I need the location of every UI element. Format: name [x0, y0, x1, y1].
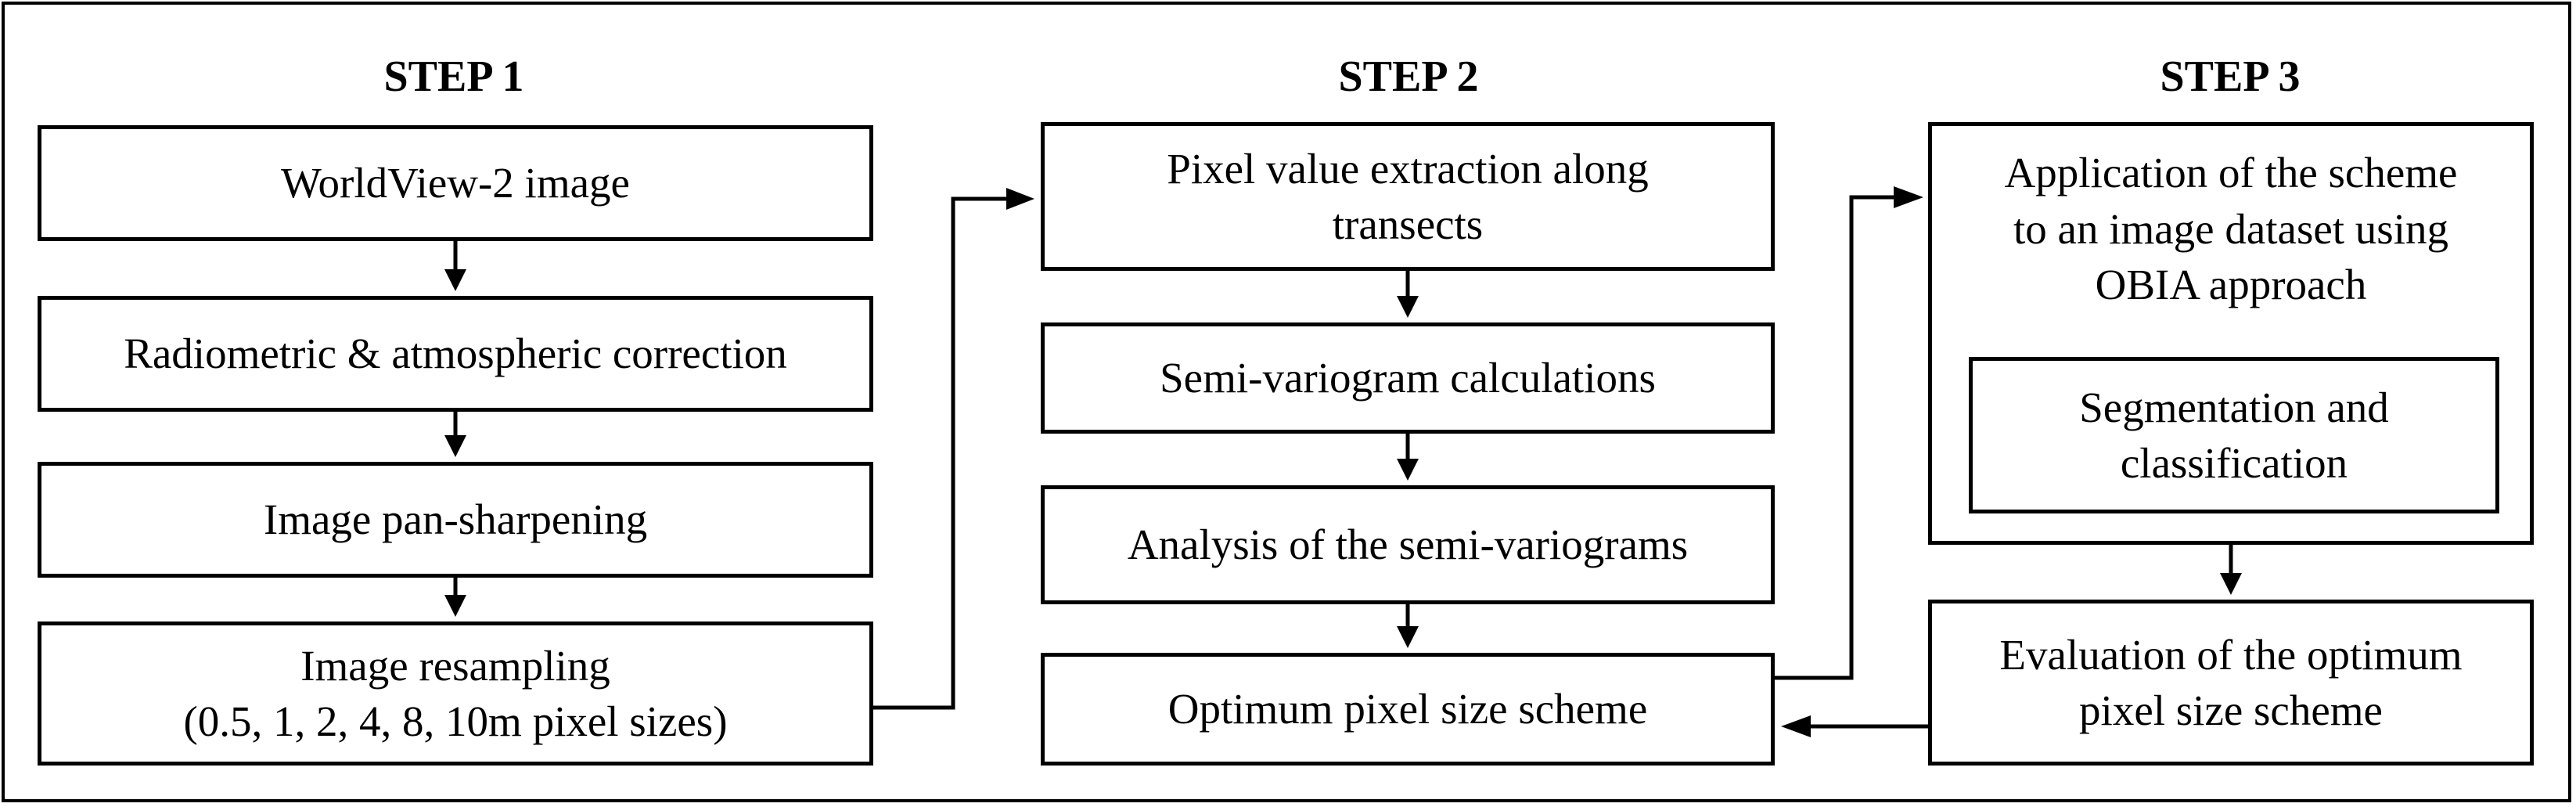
box-label: Radiometric & atmospheric correction [124, 330, 787, 378]
box-label: Segmentation and classification [2079, 383, 2389, 488]
box-semivariogram-calculations: Semi-variogram calculations [1041, 322, 1775, 434]
box-label: WorldView-2 image [281, 159, 630, 207]
box-label: Image resampling (0.5, 1, 2, 4, 8, 10m p… [183, 641, 728, 746]
step-2-title: STEP 2 [1338, 52, 1479, 101]
step-3-title: STEP 3 [2160, 52, 2301, 101]
box-evaluation-scheme: Evaluation of the optimum pixel size sch… [1928, 600, 2534, 766]
box-label: Semi-variogram calculations [1160, 354, 1656, 402]
box-label: Optimum pixel size scheme [1167, 685, 1648, 733]
box-label: Image pan-sharpening [263, 495, 648, 544]
box-pan-sharpening: Image pan-sharpening [38, 462, 873, 578]
box-label: Application of the scheme to an image da… [2004, 149, 2458, 308]
box-pixel-value-extraction: Pixel value extraction along transects [1041, 122, 1775, 271]
step-1-title: STEP 1 [383, 52, 524, 101]
box-segmentation-classification: Segmentation and classification [1969, 357, 2499, 513]
box-image-resampling: Image resampling (0.5, 1, 2, 4, 8, 10m p… [38, 621, 873, 766]
box-optimum-pixel-size-scheme: Optimum pixel size scheme [1041, 653, 1775, 766]
box-label: Pixel value extraction along transects [1167, 144, 1649, 249]
box-worldview-image: WorldView-2 image [38, 125, 873, 241]
box-semivariogram-analysis: Analysis of the semi-variograms [1041, 485, 1775, 604]
box-label: Analysis of the semi-variograms [1127, 521, 1689, 569]
box-label: Evaluation of the optimum pixel size sch… [1999, 630, 2463, 735]
box-radiometric-correction: Radiometric & atmospheric correction [38, 296, 873, 412]
